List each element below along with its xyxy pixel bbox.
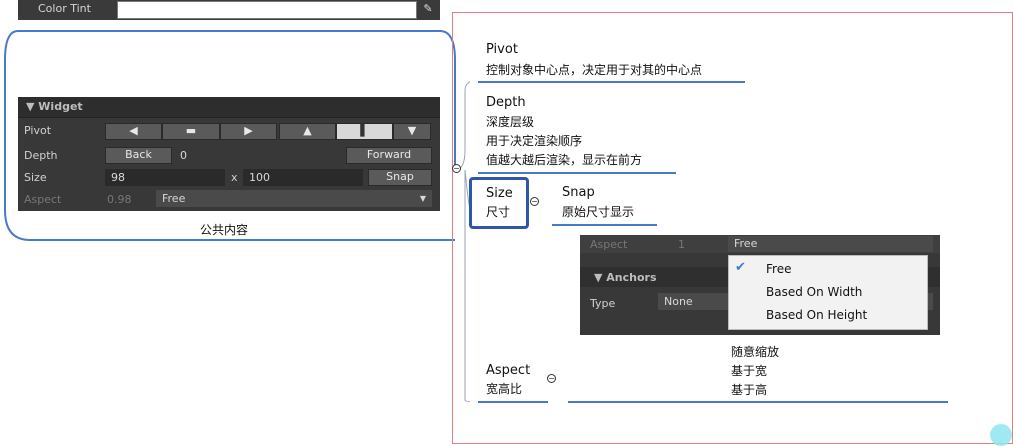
inset-aspect-label: Aspect [590,238,628,251]
depth-line-3: 值越大越后渲染，显示在前方 [486,153,643,167]
pivot-center-h-button[interactable]: ▬ [162,123,220,140]
pivot-right-button[interactable]: ▶ [220,123,277,140]
dropdown-option-based-on-height[interactable]: Based On Height [766,308,868,322]
depth-line-1: 深度层级 [486,115,535,129]
depth-label: Depth [24,149,58,162]
note-height: 基于高 [731,383,768,397]
pivot-underline [478,81,745,83]
size-height-field[interactable]: 100 [243,169,363,186]
pivot-bottom-button[interactable]: ▼ [393,123,431,140]
type-label: Type [590,297,616,310]
pivot-center-v-button[interactable]: ▌ [336,123,393,140]
widget-caption: 公共内容 [200,223,249,237]
inset-aspect-select[interactable]: Free [728,236,933,252]
dropdown-option-based-on-width[interactable]: Based On Width [766,285,863,299]
collapse-toggle-icon[interactable]: − [452,164,461,173]
snap-node-title: Snap [562,185,595,200]
pivot-left-button[interactable]: ◀ [105,123,162,140]
pivot-node-desc: 控制对象中心点，决定用于对其的中心点 [486,63,703,77]
widget-title: ▼ Widget [26,100,83,113]
check-icon: ✔ [735,260,746,275]
aspect-label: Aspect [24,193,62,206]
aspect-value: 0.98 [107,193,132,206]
snap-underline [552,224,657,226]
depth-value-field[interactable]: 0 [180,149,187,162]
size-x-label: x [231,171,238,184]
note-width: 基于宽 [731,364,768,378]
depth-forward-button[interactable]: Forward [346,147,432,164]
depth-node-title: Depth [486,95,526,110]
widget-header[interactable] [18,97,440,118]
depth-back-button[interactable]: Back [105,147,172,164]
size-collapse-icon[interactable]: − [530,197,539,206]
size-node-box[interactable] [469,177,529,229]
cursor-indicator [990,424,1012,446]
size-width-field[interactable]: 98 [105,169,225,186]
widget-panel: ▼ Widget Pivot ◀ ▬ ▶ ▲ ▌ ▼ Depth Back 0 … [18,97,440,211]
size-node-title: Size [486,186,513,201]
pivot-label: Pivot [24,124,52,137]
snap-button[interactable]: Snap [368,169,432,186]
aspect-node-title: Aspect [486,363,531,378]
aspect-node-sub: 宽高比 [486,382,523,396]
color-tint-swatch[interactable] [117,1,417,19]
note-free: 随意缩放 [731,345,780,359]
pivot-top-button[interactable]: ▲ [279,123,336,140]
size-node-sub: 尺寸 [486,205,511,219]
aspect-collapse-icon[interactable]: − [547,374,556,383]
depth-underline [478,172,676,174]
eyedropper-icon[interactable]: ✎ [423,2,433,15]
aspect-dropdown-menu: ✔ Free Based On Width Based On Height [728,255,928,330]
color-tint-label: Color Tint [38,2,91,15]
aspect-mode-value: Free [162,192,186,205]
chevron-down-icon: ▼ [419,194,426,203]
notes-underline [568,401,948,403]
dropdown-option-free[interactable]: Free [766,262,792,276]
depth-line-2: 用于决定渲染顺序 [486,134,583,148]
inset-aspect-value: 1 [678,238,685,251]
size-label: Size [24,171,47,184]
anchors-title: ▼ Anchors [594,271,657,284]
snap-node-desc: 原始尺寸显示 [562,205,635,219]
aspect-underline [478,401,548,403]
pivot-node-title: Pivot [486,42,518,57]
aspect-mode-select[interactable]: Free ▼ [156,190,432,207]
